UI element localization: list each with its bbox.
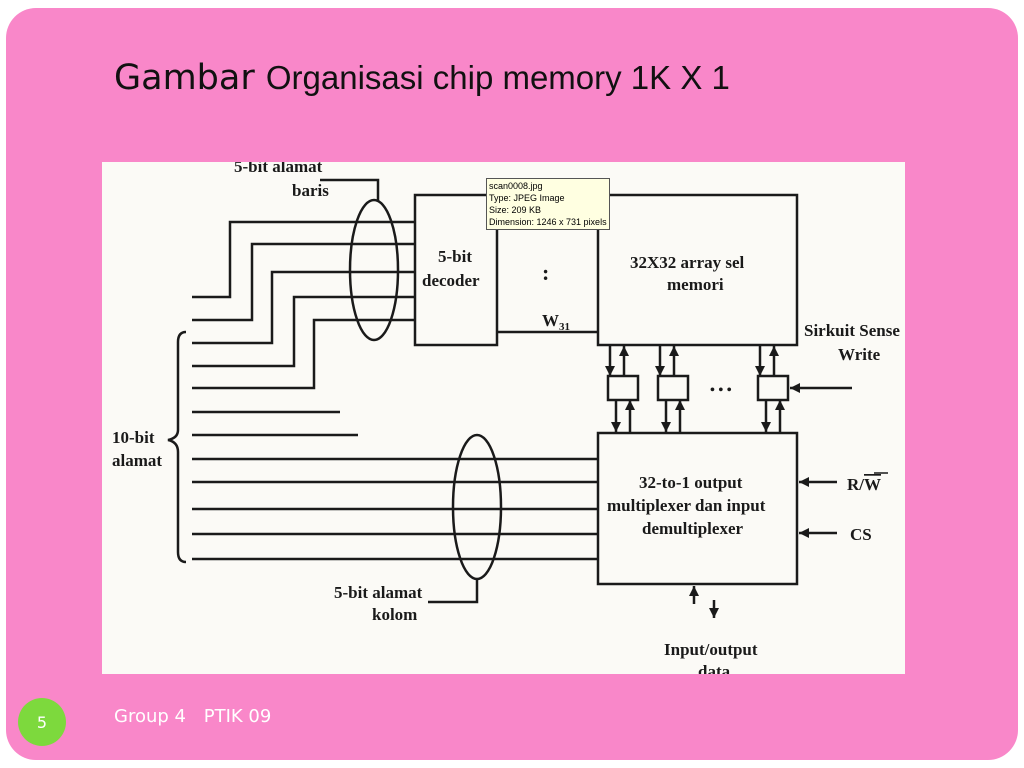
sense-unit-3 [756, 374, 790, 402]
slide-title-lead: Gambar [114, 58, 255, 98]
scanned-diagram-image: 5-bit alamat baris 5-bit decoder : W31 3… [102, 162, 905, 674]
io-label-line1: Input/output [664, 640, 758, 659]
tooltip-filename: scan0008.jpg [489, 181, 543, 191]
file-info-tooltip: scan0008.jpg Type: JPEG Image Size: 209 … [486, 178, 610, 230]
decoder-box [413, 193, 499, 347]
mux-label-line3: demultiplexer [642, 519, 743, 538]
cs-label: CS [850, 525, 872, 544]
address-label-line2: alamat [112, 451, 162, 470]
sense-unit-2 [656, 374, 690, 402]
row-address-label-line1: 5-bit alamat [234, 162, 323, 176]
memory-organization-diagram: 5-bit alamat baris 5-bit decoder : W31 3… [112, 162, 900, 674]
column-address-ellipse [451, 433, 503, 581]
row-address-label-line2: baris [292, 181, 329, 200]
row-line-1 [192, 220, 415, 299]
wordline-last-label: W31 [542, 311, 570, 333]
tooltip-type: Type: JPEG Image [489, 193, 565, 203]
wordline-dots: : [542, 260, 549, 285]
slide-footer: Group 4 PTIK 09 [114, 706, 271, 727]
io-label-line2: data [698, 662, 731, 674]
row-line-2 [192, 242, 415, 322]
sense-dots: • • • [710, 383, 732, 398]
row-line-4 [192, 295, 415, 368]
sense-unit-1 [606, 374, 640, 402]
row-address-leader-line [320, 178, 380, 202]
column-address-label-line1: 5-bit alamat [334, 583, 423, 602]
slide-title: Gambar Organisasi chip memory 1K X 1 [114, 58, 730, 98]
slide-number-badge: 5 [18, 698, 66, 746]
slide-title-rest: Organisasi chip memory 1K X 1 [265, 59, 730, 96]
row-line-3 [192, 270, 415, 345]
mux-label-line1: 32-to-1 output [639, 473, 743, 492]
decoder-label-line1: 5-bit [438, 247, 472, 266]
sense-write-label-line2: Write [838, 345, 881, 364]
row-line-5 [192, 318, 415, 390]
tooltip-dimension: Dimension: 1246 x 731 pixels [489, 217, 607, 227]
mux-label-line2: multiplexer dan input [607, 496, 766, 515]
mux-box [596, 431, 799, 586]
tooltip-size: Size: 209 KB [489, 205, 542, 215]
array-box [596, 193, 799, 347]
column-address-label-line2: kolom [372, 605, 417, 624]
address-brace [167, 330, 187, 564]
array-label-line1: 32X32 array sel [630, 253, 745, 272]
array-label-line2: memori [667, 275, 724, 294]
row-address-ellipse [348, 198, 400, 342]
footer-group: Group 4 [114, 706, 186, 727]
decoder-label-line2: decoder [422, 271, 480, 290]
column-address-leader-line [428, 579, 479, 604]
sense-write-label-line1: Sirkuit Sense [804, 321, 900, 340]
rw-label: R/W [847, 475, 881, 494]
address-label-line1: 10-bit [112, 428, 155, 447]
footer-class: PTIK 09 [203, 706, 272, 727]
